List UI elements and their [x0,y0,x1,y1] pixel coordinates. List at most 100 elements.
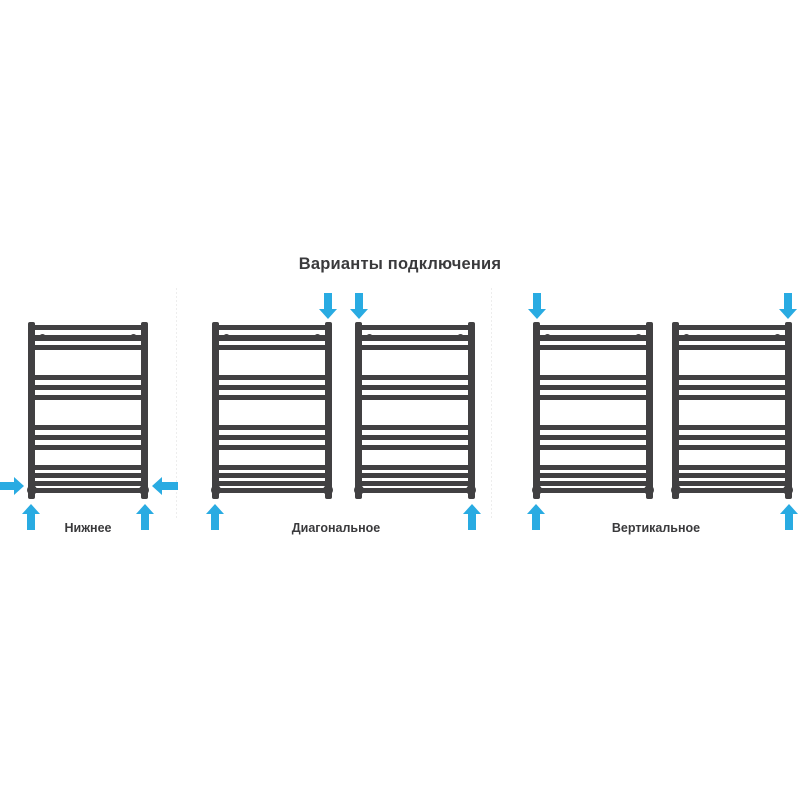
radiator-diagonal-panel-2 [354,322,476,499]
radiator-rung [215,385,329,390]
mount-bracket-dot [683,334,690,341]
radiator-rung [675,385,789,390]
radiator-rung [536,345,650,350]
radiator-rung [31,325,145,330]
page-title: Варианты подключения [298,255,502,273]
radiator-rung [31,481,145,486]
radiator-rung [358,445,472,450]
radiator-rung [675,375,789,380]
radiator-rail-left [212,322,219,494]
radiator-rung [215,375,329,380]
radiator-rung [31,425,145,430]
group-label-vertical: Вертикальное [611,521,701,535]
radiator-rung [31,345,145,350]
radiator-rung [358,385,472,390]
radiator-rung [536,473,650,478]
radiator-rung [31,435,145,440]
radiator-rail-right [646,322,653,494]
radiator-rung [536,445,650,450]
radiator-leg [28,490,35,499]
radiator-mount-rung [215,334,329,341]
radiator-vertical-panel-1 [532,322,654,499]
radiator-rung [31,445,145,450]
radiator-rung [358,435,472,440]
mount-bracket-dot [223,334,230,341]
radiator-rung [215,465,329,470]
radiator-rung [358,375,472,380]
radiator-rung [215,435,329,440]
radiator-rung [31,473,145,478]
radiator-rung [215,488,329,493]
radiator-rung [215,345,329,350]
radiator-rail-left [28,322,35,494]
mount-bracket-dot [39,334,46,341]
radiator-rung [358,345,472,350]
radiator-rung [675,425,789,430]
section-divider [176,288,177,520]
radiator-rung [536,465,650,470]
radiator-rail-right [468,322,475,494]
radiator-rung [31,465,145,470]
radiator-rung [536,488,650,493]
radiator-rung [675,435,789,440]
radiator-vertical-panel-2 [671,322,793,499]
radiator-rung [358,325,472,330]
radiator-rung [536,425,650,430]
mount-bracket-dot [366,334,373,341]
radiator-rung [675,325,789,330]
radiator-leg [212,490,219,499]
radiator-rung [675,481,789,486]
radiator-rail-right [325,322,332,494]
radiator-bottom-panel-1 [27,322,149,499]
radiator-rung [536,375,650,380]
group-label-bottom: Нижнее [64,521,112,535]
radiator-rail-left [533,322,540,494]
radiator-leg [672,490,679,499]
radiator-rung [215,445,329,450]
radiator-rung [675,488,789,493]
radiator-leg [325,490,332,499]
radiator-rung [358,481,472,486]
radiator-rung [215,481,329,486]
radiator-rung [215,395,329,400]
radiator-rung [675,473,789,478]
radiator-rung [536,385,650,390]
radiator-rung [675,465,789,470]
radiator-rung [675,445,789,450]
radiator-mount-rung [358,334,472,341]
radiator-rung [675,345,789,350]
mount-bracket-dot [457,334,464,341]
radiator-leg [646,490,653,499]
radiator-diagonal-panel-1 [211,322,333,499]
radiator-rung [358,465,472,470]
radiator-mount-rung [675,334,789,341]
radiator-rung [215,425,329,430]
radiator-rung [536,481,650,486]
radiator-rung [358,395,472,400]
radiator-leg [533,490,540,499]
radiator-rung [675,395,789,400]
radiator-rung [31,385,145,390]
radiator-rung [536,325,650,330]
radiator-rung [358,425,472,430]
radiator-rail-left [355,322,362,494]
radiator-leg [468,490,475,499]
radiator-rail-right [141,322,148,494]
mount-bracket-dot [635,334,642,341]
radiator-rung [31,488,145,493]
radiator-mount-rung [536,334,650,341]
group-label-diagonal: Диагональное [291,521,381,535]
radiator-rung [31,375,145,380]
radiator-leg [355,490,362,499]
radiator-rung [358,488,472,493]
section-divider [491,288,492,520]
mount-bracket-dot [314,334,321,341]
radiator-rail-right [785,322,792,494]
radiator-rail-left [672,322,679,494]
radiator-rung [358,473,472,478]
radiator-leg [141,490,148,499]
radiator-rung [31,395,145,400]
mount-bracket-dot [774,334,781,341]
mount-bracket-dot [544,334,551,341]
